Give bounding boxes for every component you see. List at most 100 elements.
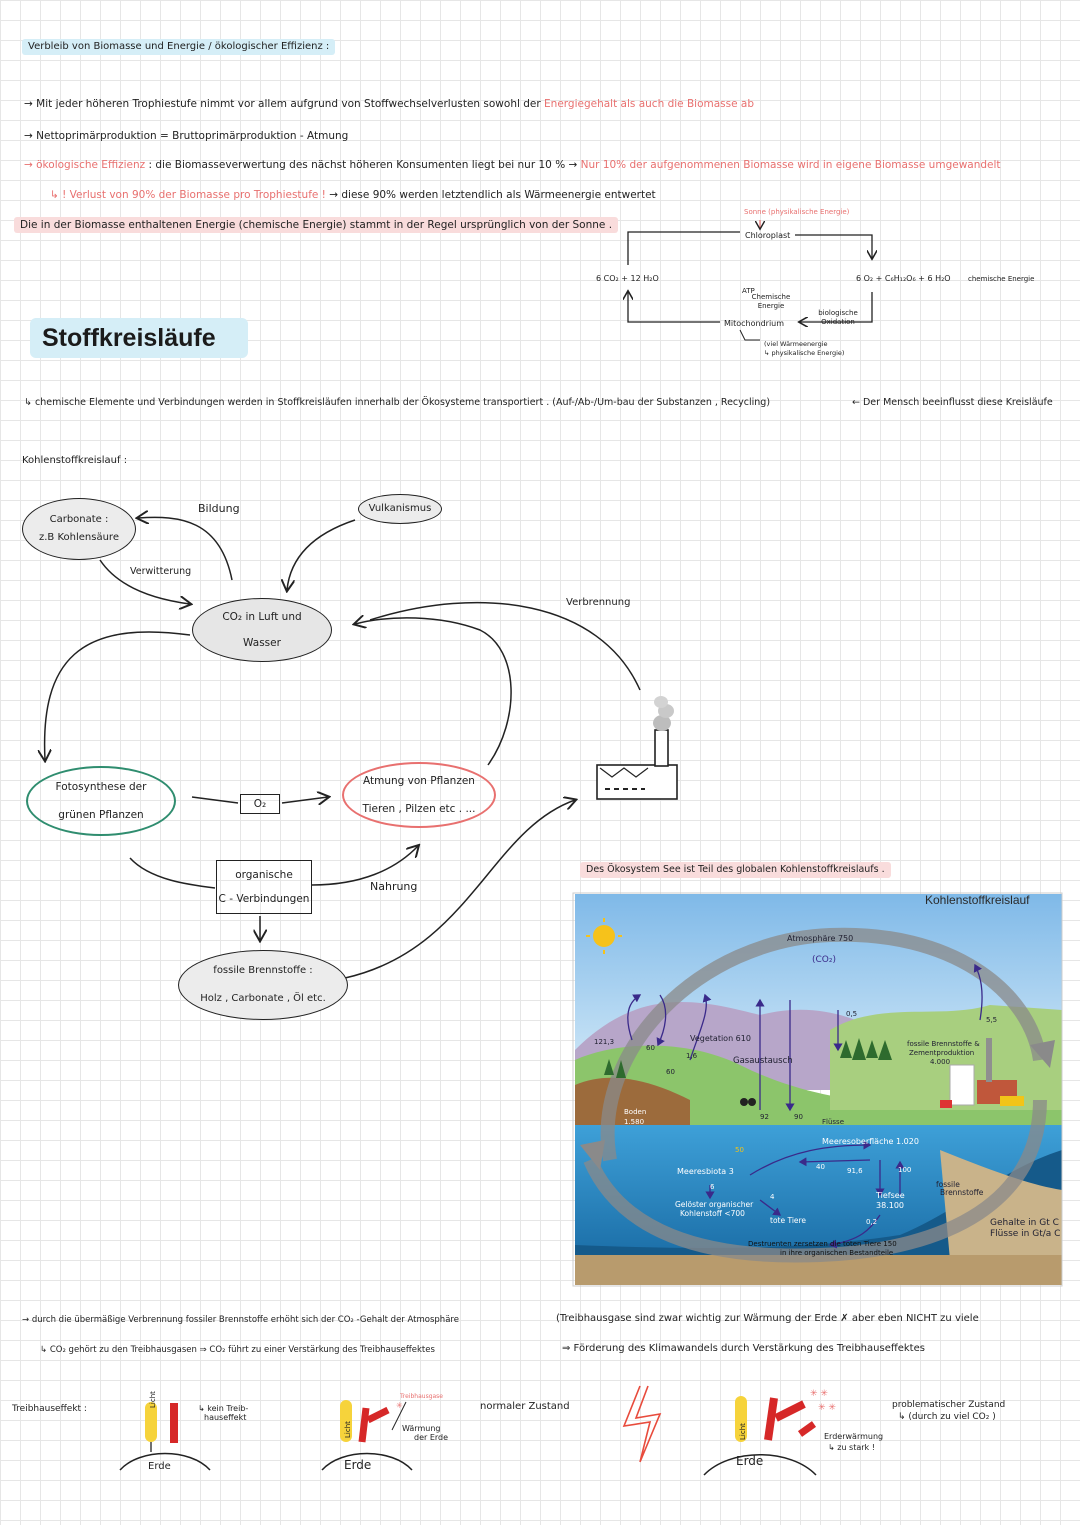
figure-num-1: 121,3 [594, 1038, 615, 1046]
gh-earth-1: Erde [148, 1461, 171, 1472]
cycle-chem-energy: Chemische Energie [751, 293, 791, 310]
gh-light-1: Licht [149, 1391, 157, 1408]
node-co2-label: CO₂ in Luft und [222, 611, 302, 623]
gh-too-strong: ↳ zu stark ! [828, 1443, 875, 1452]
node-organic-compounds: C - Verbindungen [218, 893, 310, 905]
figure-num-11: 91,6 [847, 1167, 863, 1175]
bottom-left-line-2: ↳ CO₂ gehört zu den Treibhausgasen ⇒ CO₂… [40, 1345, 435, 1355]
figure-legend-content: Gehalte in Gt C [990, 1218, 1059, 1228]
efficiency-term: → ökologische Effizienz [24, 159, 146, 171]
node-carbonate-example: z.B Kohlensäure [39, 532, 119, 543]
node-co2-water: Wasser [243, 637, 281, 649]
figure-num-9: 50 [735, 1146, 744, 1154]
node-organic-label: organische [235, 869, 293, 881]
node-carbonate-label: Carbonate : [49, 514, 109, 525]
figure-boden: Boden [624, 1108, 647, 1116]
figure-deep-sea-value: 38.100 [876, 1201, 904, 1210]
figure-num-15: 0,2 [866, 1218, 878, 1226]
node-vulkanismus: Vulkanismus [358, 494, 442, 524]
node-fossil: fossile Brennstoffe : Holz , Carbonate ,… [178, 950, 348, 1020]
gh-gases: Treibhausgase [400, 1393, 443, 1400]
greenhouse-label: Treibhauseffekt : [12, 1404, 87, 1414]
gh-no-effect: ↳ kein Treib- [198, 1404, 249, 1413]
bottom-left-line-1: → durch die übermäßige Verbrennung fossi… [22, 1315, 459, 1325]
figure-num-12: 100 [898, 1166, 912, 1174]
figure-dissolved-2: Kohlenstoff <700 [680, 1209, 745, 1218]
gh-earth-2: Erde [344, 1458, 372, 1472]
node-o2: O₂ [240, 794, 280, 814]
gh-no-effect-2: hauseffekt [204, 1413, 247, 1422]
node-co2: CO₂ in Luft und Wasser [192, 598, 332, 662]
cycle-heat: (viel Wärmeenergie [764, 340, 828, 348]
cycle-mitochondrium: Mitochondrium [724, 319, 785, 328]
node-fossil-examples: Holz , Carbonate , Öl etc. [200, 993, 326, 1004]
bottom-right-line-2: ⇒ Förderung des Klimawandels durch Verst… [562, 1343, 925, 1354]
figure-num-6: 5,5 [986, 1016, 998, 1024]
node-photosynthesis: Fotosynthese der grünen Pflanzen [26, 766, 176, 836]
efficiency-definition: : die Biomasseverwertung des nächst höhe… [148, 159, 578, 171]
figure-deep-sea: Tiefsee [876, 1191, 905, 1200]
gh-global-warming: Erderwärmung [824, 1432, 884, 1441]
bullet-efficiency: → ökologische Effizienz : die Biomasseve… [24, 158, 1001, 172]
cycle-sonne-label: Sonne [744, 208, 766, 216]
figure-decomposers-2: in ihre organischen Bestandteile [780, 1249, 894, 1257]
figure-fossil-fuels-2: Brennstoffe [940, 1188, 984, 1197]
figure-fluesse: Flüsse [822, 1118, 845, 1126]
factory-icon [596, 696, 678, 800]
figure-title: Kohlenstoffkreislauf [925, 893, 1030, 907]
figure-dissolved: Gelöster organischer [675, 1200, 754, 1209]
cycle-chloroplast: Chloroplast [745, 231, 791, 240]
gh-earth-3: Erde [736, 1454, 764, 1468]
lake-note: Des Ökosystem See ist Teil des globalen … [580, 862, 891, 878]
label-verbrennung: Verbrennung [566, 597, 631, 608]
node-photosynthesis-plants: grünen Pflanzen [58, 809, 144, 821]
figure-num-7: 92 [760, 1113, 769, 1121]
node-respiration-label: Atmung von Pflanzen [363, 775, 475, 787]
cycle-right-formula: 6 O₂ + C₆H₁₂O₆ + 6 H₂O [856, 274, 951, 283]
figure-legend-flux: Flüsse in Gt/a C [990, 1229, 1061, 1239]
figure-num-2: 60 [646, 1044, 655, 1052]
intro-note: ← Der Mensch beeinflusst diese Kreisläuf… [852, 397, 1053, 408]
gh-problem-reason: ↳ (durch zu viel CO₂ ) [898, 1412, 996, 1422]
bullet-trophic-text: → Mit jeder höheren Trophiestufe nimmt v… [24, 98, 541, 110]
bullet-trophic-energy: Energiegehalt als auch [544, 98, 665, 110]
bullet-trophic: → Mit jeder höheren Trophiestufe nimmt v… [24, 97, 754, 111]
page-title: Stoffkreisläufe [30, 318, 248, 358]
figure-num-5: 0,5 [846, 1010, 858, 1018]
node-fossil-label: fossile Brennstoffe : [213, 965, 313, 976]
figure-fossil-value: 4.000 [930, 1058, 951, 1066]
label-nahrung: Nahrung [370, 880, 418, 893]
node-respiration: Atmung von Pflanzen Tieren , Pilzen etc … [342, 762, 496, 828]
figure-num-8: 90 [794, 1113, 803, 1121]
loss-text: ↳ ! Verlust von 90% der Biomasse pro Tro… [50, 189, 326, 201]
label-verwitterung: Verwitterung [130, 566, 192, 577]
intro-text: ↳ chemische Elemente und Verbindungen we… [24, 397, 771, 408]
node-carbonate: Carbonate : z.B Kohlensäure [22, 498, 136, 560]
gh-warming-2: der Erde [414, 1433, 449, 1442]
cycle-oxidation: biologische Oxidation [818, 309, 858, 326]
figure-biota: Meeresbiota 3 [677, 1167, 734, 1176]
gh-light-3: Licht [739, 1423, 747, 1440]
figure-num-10: 40 [816, 1163, 825, 1171]
bottom-right-line-1: (Treibhausgase sind zwar wichtig zur Wär… [556, 1313, 979, 1324]
gh-light-2: Licht [344, 1421, 352, 1438]
loss-heat: → diese 90% werden letztendlich als Wärm… [329, 189, 656, 201]
svg-text:✳ ✳: ✳ ✳ [818, 1403, 836, 1413]
figure-fossil: fossile Brennstoffe & [907, 1040, 980, 1048]
figure-surface: Meeresoberfläche 1.020 [822, 1137, 919, 1146]
cycle-sonne-energy: (physikalische Energie) [768, 208, 850, 216]
cycle-left-formula: 6 CO₂ + 12 H₂O [596, 274, 659, 283]
figure-num-4: 60 [666, 1068, 675, 1076]
bullet-npp: → Nettoprimärproduktion = Bruttoprimärpr… [24, 130, 349, 142]
bullet-trophic-biomass: die Biomasse ab [667, 98, 754, 110]
gh-warming: Wärmung [402, 1424, 441, 1433]
figure-dead-animals: tote Tiere [770, 1216, 807, 1225]
figure-boden-value: 1.580 [624, 1118, 645, 1126]
node-photosynthesis-label: Fotosynthese der [55, 781, 147, 793]
bullet-loss: ↳ ! Verlust von 90% der Biomasse pro Tro… [50, 188, 656, 202]
figure-vegetation: Vegetation 610 [690, 1034, 751, 1043]
sun-sentence: Die in der Biomasse enthaltenen Energie … [14, 217, 619, 233]
